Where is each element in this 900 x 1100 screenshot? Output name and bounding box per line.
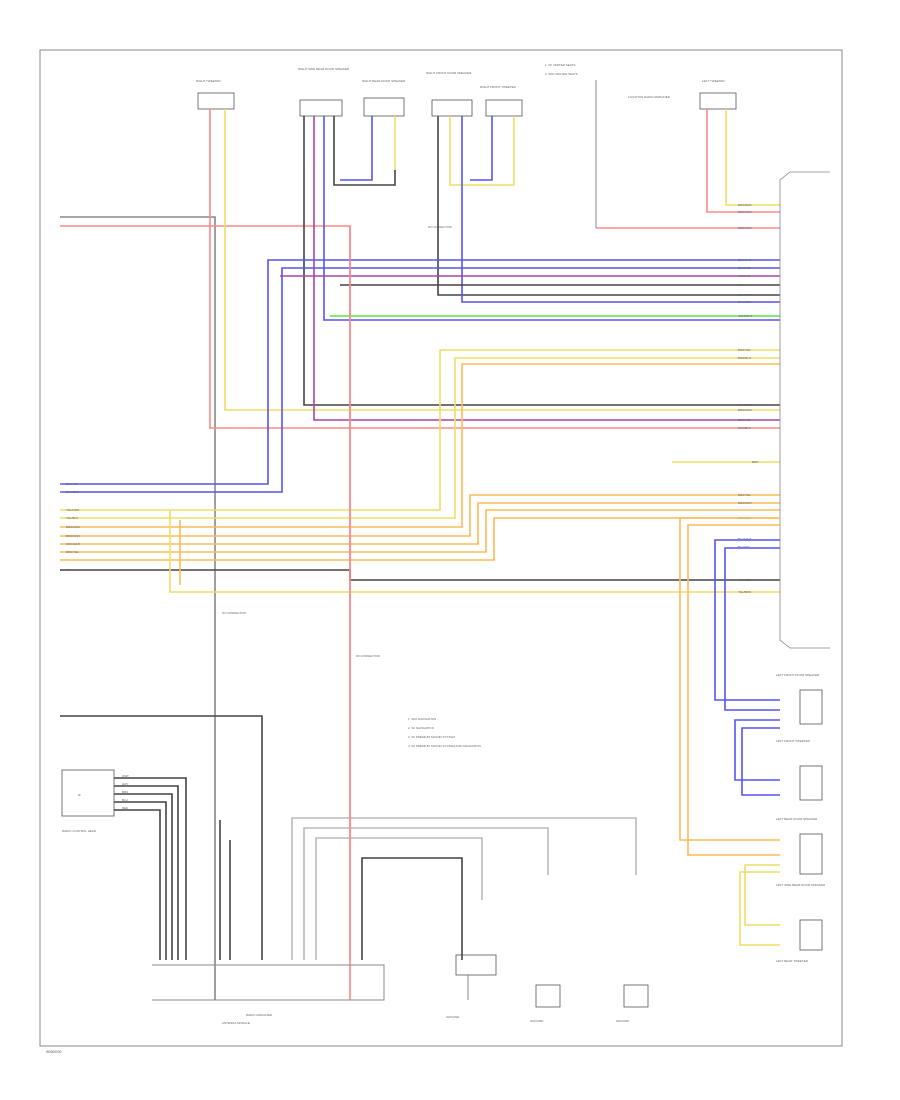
callout-amp-note: LOCATION RADIO AMPLIFIER: [628, 95, 671, 99]
svg-text:BRN: BRN: [122, 790, 128, 794]
svg-text:RIGHT REAR DOOR SPEAKER: RIGHT REAR DOOR SPEAKER: [362, 79, 406, 83]
svg-text:RED/WHT: RED/WHT: [738, 226, 752, 230]
svg-text:BRN/YEL: BRN/YEL: [66, 550, 79, 554]
svg-text:WHT: WHT: [122, 774, 129, 778]
svg-text:⊠: ⊠: [78, 793, 81, 797]
top-speaker-1: RIGHT TWEETER: [196, 79, 235, 170]
svg-text:BLU: BLU: [122, 798, 128, 802]
svg-text:GRY/RED: GRY/RED: [738, 403, 752, 407]
svg-text:BRN/VIO: BRN/VIO: [738, 418, 751, 422]
svg-text:LEFT REAR TWEETER: LEFT REAR TWEETER: [776, 959, 809, 963]
svg-text:RIGHT SIDE REAR DOOR SPEAKER: RIGHT SIDE REAR DOOR SPEAKER: [298, 67, 350, 71]
top-speaker-6: LEFT TWEETER: [699, 79, 737, 170]
svg-text:YEL/GRN: YEL/GRN: [66, 508, 79, 512]
svg-text:LEFT FRONT DOOR SPEAKER: LEFT FRONT DOOR SPEAKER: [776, 673, 820, 677]
svg-text:GRY: GRY: [738, 283, 744, 287]
svg-text:YEL/BRN: YEL/BRN: [738, 590, 751, 594]
note-1: 1. W/ VENTED SEATS: [545, 63, 575, 67]
svg-text:BRN: BRN: [752, 460, 758, 464]
svg-text:BRN/YEL: BRN/YEL: [738, 348, 751, 352]
svg-text:ANTENNA MODULE: ANTENNA MODULE: [222, 1021, 250, 1025]
callout-right-connector: W/ CONNECTOR: [428, 225, 453, 229]
ground-1: GROUND: [446, 954, 497, 1019]
top-speaker-5: RIGHT FRONT TWEETER: [480, 85, 523, 170]
svg-text:GROUND: GROUND: [616, 1019, 630, 1023]
svg-text:BLU/GRN: BLU/GRN: [738, 300, 751, 304]
ground-2: GROUND: [530, 984, 561, 1023]
svg-text:BLU/RED: BLU/RED: [738, 266, 752, 270]
left-rear-door: LEFT REAR DOOR SPEAKER: [776, 817, 823, 875]
svg-text:BLU/VIO: BLU/VIO: [738, 545, 751, 549]
svg-text:RIGHT FRONT DOOR SPEAKER: RIGHT FRONT DOOR SPEAKER: [426, 71, 472, 75]
svg-text:LEFT REAR DOOR SPEAKER: LEFT REAR DOOR SPEAKER: [776, 817, 818, 821]
svg-text:GRN/WHT: GRN/WHT: [738, 314, 752, 318]
right-lower-wires: [679, 517, 780, 946]
svg-text:ORG/WHT: ORG/WHT: [66, 542, 81, 546]
svg-text:BLU/YEL: BLU/YEL: [66, 482, 79, 486]
left-front-tweeter: LEFT FRONT TWEETER: [776, 739, 823, 801]
footer-code: W0000000: [46, 1050, 62, 1054]
svg-text:GROUND: GROUND: [530, 1019, 544, 1023]
svg-text:YEL/RED: YEL/RED: [738, 578, 752, 582]
svg-text:BRN/GRN: BRN/GRN: [66, 534, 80, 538]
svg-text:RED: RED: [122, 806, 129, 810]
svg-text:BRN/BLU: BRN/BLU: [738, 356, 751, 360]
svg-text:BRN/GRN: BRN/GRN: [738, 293, 752, 297]
svg-text:LEFT SIDE REAR DOOR SPEAKER: LEFT SIDE REAR DOOR SPEAKER: [776, 883, 826, 887]
top-speaker-4: RIGHT FRONT DOOR SPEAKER: [426, 71, 473, 170]
left-pin-labels: BLU/YEL BLU/BRN YEL/GRN YEL/BLK BRN/ORG …: [66, 482, 81, 572]
svg-text:BLU/WHT: BLU/WHT: [738, 537, 752, 541]
callout-connector-2: W/ CONNECTOR: [356, 654, 381, 658]
svg-text:4. W/ PREMIUM SOUND SYSTEM AND: 4. W/ PREMIUM SOUND SYSTEM AND NAVIGATIO…: [408, 744, 481, 748]
left-rear-tweeter: LEFT REAR TWEETER: [776, 919, 823, 963]
svg-text:2. W/ NAVIGATION: 2. W/ NAVIGATION: [408, 726, 434, 730]
svg-text:BRN/YEL: BRN/YEL: [738, 493, 751, 497]
svg-text:GRY: GRY: [122, 782, 128, 786]
svg-text:LEFT TWEETER: LEFT TWEETER: [702, 79, 726, 83]
top-speaker-2: RIGHT SIDE REAR DOOR SPEAKER: [298, 67, 350, 170]
radio-unit: ⊠ RADIO CONTROL HEAD WHT GRY BRN BLU RED: [61, 769, 187, 960]
svg-text:BRN/RED: BRN/RED: [738, 203, 752, 207]
svg-text:BRN/ORG: BRN/ORG: [738, 408, 753, 412]
ground-3: GROUND: [616, 984, 649, 1023]
right-connector: BRN/RED BRN/WHT RED/WHT BLU/WHT BLU/RED …: [738, 171, 830, 649]
svg-text:RADIO AMPLIFIER: RADIO AMPLIFIER: [246, 1013, 273, 1017]
svg-text:RIGHT FRONT TWEETER: RIGHT FRONT TWEETER: [480, 85, 517, 89]
svg-text:VIO/WHT: VIO/WHT: [738, 274, 751, 278]
svg-text:RADIO CONTROL HEAD: RADIO CONTROL HEAD: [62, 829, 97, 833]
svg-text:BLU/BRN: BLU/BRN: [66, 490, 79, 494]
top-speaker-3: RIGHT REAR DOOR SPEAKER: [362, 79, 406, 170]
svg-text:3. W/ PREMIUM SOUND SYSTEM: 3. W/ PREMIUM SOUND SYSTEM: [408, 735, 455, 739]
note-2: 2. W/O VENTED SEATS: [545, 72, 578, 76]
svg-text:GRY: GRY: [66, 568, 72, 572]
svg-text:BRN/WHT: BRN/WHT: [738, 210, 752, 214]
svg-text:1. W/O NAVIGATION: 1. W/O NAVIGATION: [408, 717, 436, 721]
legend: 1. W/O NAVIGATION 2. W/ NAVIGATION 3. W/…: [408, 717, 481, 748]
callout-connector-1: W/ CONNECTOR: [222, 611, 247, 615]
svg-text:RIGHT TWEETER: RIGHT TWEETER: [196, 79, 222, 83]
left-side-rear: LEFT SIDE REAR DOOR SPEAKER: [776, 883, 826, 887]
svg-text:GROUND: GROUND: [446, 1015, 460, 1019]
svg-text:GRY/BLK: GRY/BLK: [738, 426, 751, 430]
svg-text:LEFT FRONT TWEETER: LEFT FRONT TWEETER: [776, 739, 811, 743]
svg-text:BRN/ORG: BRN/ORG: [66, 525, 81, 529]
antenna-amp: RADIO AMPLIFIER ANTENNA MODULE: [152, 964, 385, 1025]
diagram-frame: [39, 49, 843, 1047]
left-front-door: LEFT FRONT DOOR SPEAKER: [776, 673, 823, 725]
bus-wires: [60, 170, 780, 1000]
svg-text:BLU/WHT: BLU/WHT: [738, 258, 752, 262]
svg-text:BRN/WHT: BRN/WHT: [738, 501, 752, 505]
svg-text:YEL/BLK: YEL/BLK: [66, 516, 78, 520]
